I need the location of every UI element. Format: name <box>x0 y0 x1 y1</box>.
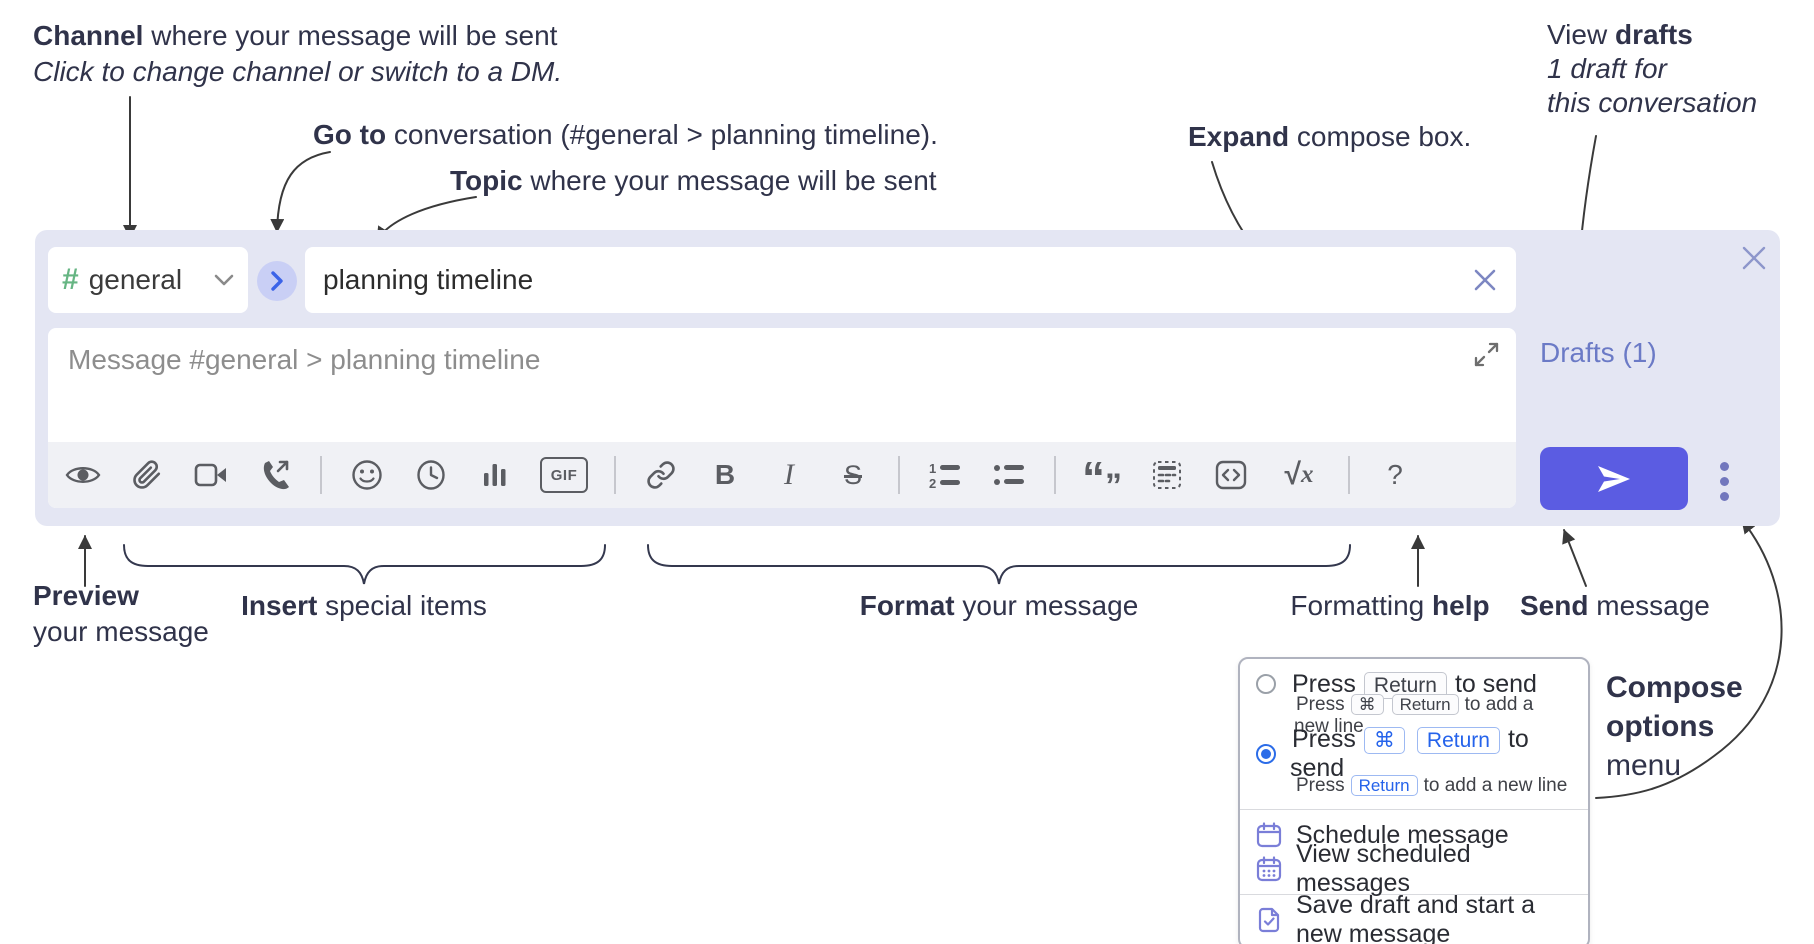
gif-icon[interactable]: GIF <box>540 455 588 495</box>
chevron-right-icon <box>271 271 283 291</box>
formatting-help-annotation: Formatting help <box>1290 590 1490 621</box>
toolbar-divider <box>320 456 322 494</box>
clear-topic-button[interactable] <box>1472 267 1498 293</box>
bold-icon[interactable]: B <box>714 459 736 490</box>
preview-annotation: Preview your message <box>33 580 209 647</box>
topic-value: planning timeline <box>323 264 534 295</box>
svg-text:1: 1 <box>929 461 936 476</box>
goto-annotation: Go to conversation (#general > planning … <box>313 119 938 150</box>
math-icon[interactable]: √x <box>1284 458 1314 491</box>
compose-options-annotation: Compose options menu <box>1606 671 1743 782</box>
message-placeholder: Message #general > planning timeline <box>68 344 541 375</box>
emoji-icon[interactable] <box>348 455 386 495</box>
channel-selector[interactable]: # general <box>48 247 248 313</box>
close-compose-button[interactable] <box>1736 240 1772 276</box>
italic-icon[interactable]: I <box>784 458 794 491</box>
drafts-annotation: View drafts 1 draft for this conversatio… <box>1547 19 1758 118</box>
formatting-help-icon[interactable]: ? <box>1387 459 1403 490</box>
menu-item-view-scheduled[interactable]: View scheduled messages <box>1240 840 1588 897</box>
spoiler-icon[interactable] <box>1148 455 1186 495</box>
channel-name: general <box>88 264 183 295</box>
expand-annotation: Expand compose box. <box>1188 121 1472 152</box>
strikethrough-icon[interactable]: S <box>843 459 862 490</box>
radio-unselected-icon[interactable] <box>1256 674 1276 694</box>
send-annotation: Send message <box>1520 590 1710 621</box>
svg-text:2: 2 <box>929 476 936 489</box>
close-icon <box>1474 269 1496 291</box>
toolbar-divider <box>898 456 900 494</box>
compose-toolbar: GIF B I S 1 2 <box>48 442 1516 508</box>
topic-input[interactable]: planning timeline <box>305 247 1516 313</box>
time-icon[interactable] <box>412 455 450 495</box>
calendar-grid-icon <box>1256 856 1282 882</box>
expand-compose-button[interactable] <box>1473 341 1500 368</box>
expand-diagonal-icon <box>1474 342 1499 367</box>
audio-call-icon[interactable] <box>256 455 294 495</box>
toolbar-divider <box>1054 456 1056 494</box>
channel-annotation: Channel where your message will be sent … <box>33 20 563 87</box>
calendar-icon <box>1256 822 1282 848</box>
toolbar-divider <box>1348 456 1350 494</box>
format-annotation: Format your message <box>859 590 1139 621</box>
go-to-conversation-button[interactable] <box>257 261 297 301</box>
drafts-link[interactable]: Drafts (1) <box>1540 337 1657 368</box>
numbered-list-icon[interactable]: 1 2 <box>926 455 964 495</box>
chevron-down-icon <box>214 274 234 285</box>
compose-box: # general planning timeline Draft <box>35 230 1780 526</box>
insert-annotation: Insert special items <box>241 590 487 621</box>
topic-annotation: Topic where your message will be sent <box>450 165 937 196</box>
message-box[interactable]: Message #general > planning timeline <box>48 328 1516 508</box>
menu-separator <box>1240 894 1588 895</box>
attach-paperclip-icon[interactable] <box>128 455 166 495</box>
link-icon[interactable] <box>642 455 680 495</box>
menu-separator <box>1240 809 1588 810</box>
draft-check-icon <box>1258 907 1280 933</box>
menu-item-save-draft[interactable]: Save draft and start a new message <box>1240 891 1588 944</box>
radio-selected-icon[interactable] <box>1256 744 1276 764</box>
send-plane-icon <box>1598 465 1630 492</box>
bulleted-list-icon[interactable] <box>990 455 1028 495</box>
close-icon <box>1742 246 1766 270</box>
send-button[interactable] <box>1540 447 1688 510</box>
code-icon[interactable] <box>1212 455 1250 495</box>
quote-icon[interactable]: “ ” <box>1082 452 1122 505</box>
channel-hash-icon: # <box>62 263 79 296</box>
compose-options-kebab-button[interactable] <box>1712 455 1736 507</box>
preview-eye-icon[interactable] <box>64 455 102 495</box>
menu-item-schedule-message[interactable]: Schedule message <box>1240 818 1588 852</box>
video-call-icon[interactable] <box>192 455 230 495</box>
toolbar-divider <box>614 456 616 494</box>
poll-icon[interactable] <box>476 455 514 495</box>
